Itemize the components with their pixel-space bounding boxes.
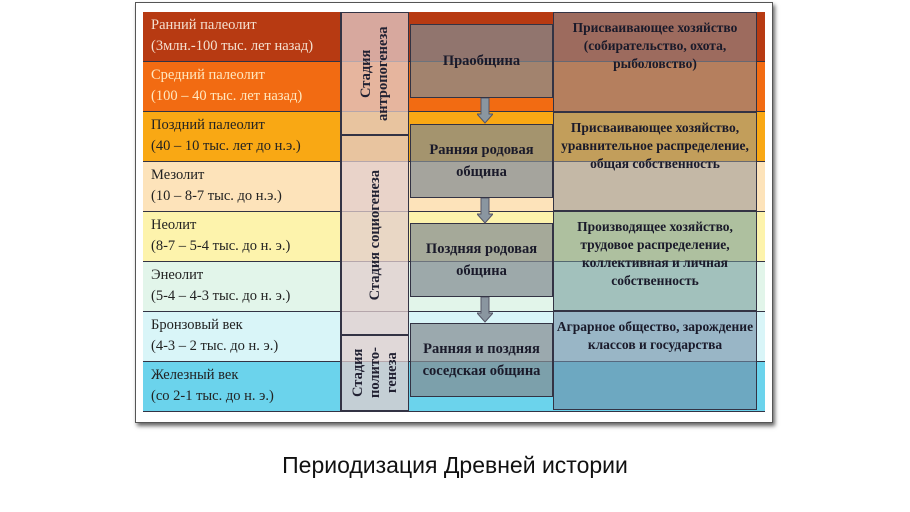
community-box: Праобщина xyxy=(410,24,553,98)
era-cell: Железный век (со 2-1 тыс. до н. э.) xyxy=(143,362,341,412)
down-arrow-icon xyxy=(475,97,495,124)
era-dates: (100 – 40 тыс. лет назад) xyxy=(151,88,303,104)
era-cell: Бронзовый век (4-3 – 2 тыс. до н. э.) xyxy=(143,312,341,362)
community-box: Ранняя родовая община xyxy=(410,124,553,198)
era-cell: Средний палеолит (100 – 40 тыс. лет назад… xyxy=(143,62,341,112)
era-dates: (5-4 – 4-3 тыс. до н. э.) xyxy=(151,288,291,304)
down-arrow-icon xyxy=(475,296,495,323)
stage-cell: Стадия антропогенеза xyxy=(341,12,409,135)
era-name: Средний палеолит xyxy=(151,67,265,83)
era-cell: Энеолит (5-4 – 4-3 тыс. до н. э.) xyxy=(143,262,341,312)
era-dates: (4-3 – 2 тыс. до н. э.) xyxy=(151,338,279,354)
era-name: Ранний палеолит xyxy=(151,17,257,33)
economy-text: Аграрное общество, зарождение классов и … xyxy=(556,318,754,352)
era-name: Мезолит xyxy=(151,167,205,183)
community-label: Праобщина xyxy=(442,53,521,69)
era-name: Неолит xyxy=(151,217,197,233)
economy-cell: Присваивающее хозяйство, уравнительное р… xyxy=(553,111,757,211)
community-label: Поздняя родовая община xyxy=(425,241,538,279)
economy-text: Присваивающее хозяйство, уравнительное р… xyxy=(561,119,749,171)
community-label: Ранняя родовая община xyxy=(429,142,534,180)
era-cell: Поздний палеолит (40 – 10 тыс. лет до н.э… xyxy=(143,112,341,162)
era-name: Железный век xyxy=(151,367,239,383)
down-arrow-icon xyxy=(475,197,495,224)
economy-cell: Присваивающее хозяйство (собирательство,… xyxy=(553,12,757,112)
era-name: Энеолит xyxy=(151,267,204,283)
economy-cell: Аграрное общество, зарождение классов и … xyxy=(553,310,757,410)
era-name: Бронзовый век xyxy=(151,317,243,333)
era-dates: (10 – 8-7 тыс. до н.э.) xyxy=(151,188,282,204)
era-dates: (3млн.-100 тыс. лет назад) xyxy=(151,38,314,54)
community-box: Поздняя родовая община xyxy=(410,223,553,297)
era-cell: Мезолит (10 – 8-7 тыс. до н.э.) xyxy=(143,162,341,212)
stage-cell: Стадия социогенеза xyxy=(341,135,409,335)
community-box: Ранняя и поздняя соседская община xyxy=(410,323,553,397)
economy-text: Присваивающее хозяйство (собирательство,… xyxy=(572,20,738,71)
economy-cell: Производящее хозяйство, трудовое распред… xyxy=(553,211,757,311)
stage-label: Стадия социогенеза xyxy=(366,169,383,301)
era-name: Поздний палеолит xyxy=(151,117,265,133)
stage-cell: Стадия полито-генеза xyxy=(341,335,409,411)
era-cell: Неолит (8-7 – 5-4 тыс. до н. э.) xyxy=(143,212,341,262)
era-dates: (8-7 – 5-4 тыс. до н. э.) xyxy=(151,238,291,254)
economy-text: Производящее хозяйство, трудовое распред… xyxy=(577,219,733,288)
stage-label: Стадия антропогенеза xyxy=(358,26,391,121)
era-cell: Ранний палеолит (3млн.-100 тыс. лет назад… xyxy=(143,12,341,62)
stage-label: Стадия полито-генеза xyxy=(349,347,400,399)
community-label: Ранняя и поздняя соседская община xyxy=(422,341,541,379)
slide-title: Периодизация Древней истории xyxy=(282,452,628,478)
era-dates: (со 2-1 тыс. до н. э.) xyxy=(151,388,274,404)
era-dates: (40 – 10 тыс. лет до н.э.) xyxy=(151,138,301,154)
